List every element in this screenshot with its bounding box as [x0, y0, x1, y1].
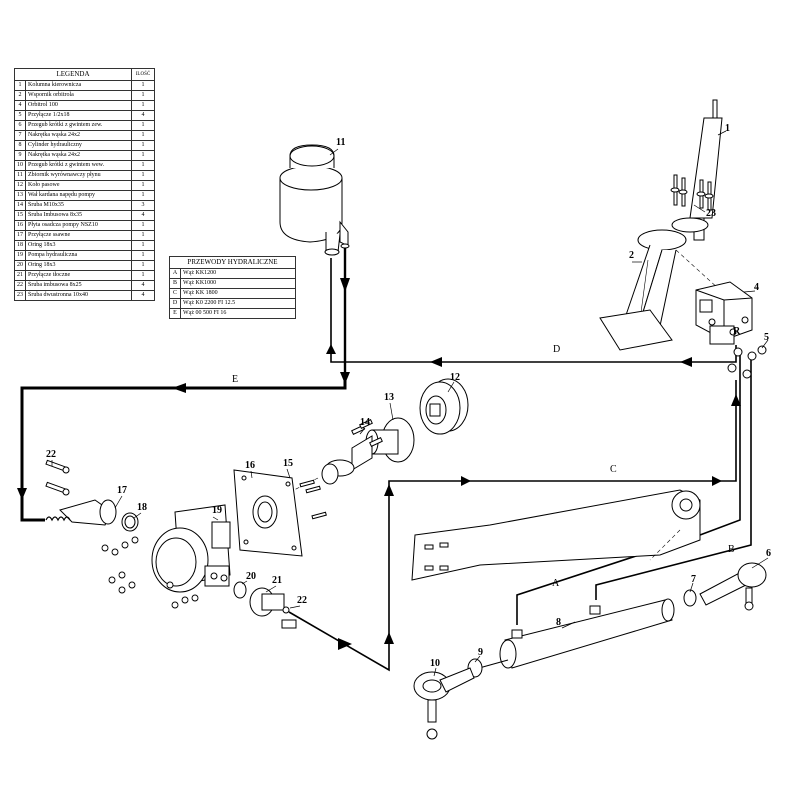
cardan-shaft [289, 417, 415, 493]
callout-9: 9 [478, 647, 483, 658]
callout-19: 19 [212, 505, 222, 516]
arrow-icon [680, 357, 692, 367]
hose-cell-name: Wąż 00 500 FI 16 [180, 308, 296, 319]
arrow-icon [340, 278, 350, 292]
hose-d-line [330, 258, 737, 363]
callout-14: 14 [360, 417, 370, 428]
callout-15: 15 [283, 458, 293, 469]
callout-r: R [733, 326, 741, 337]
callout-7: 7 [691, 574, 696, 585]
arrow-icon [326, 344, 336, 354]
leader-lines [51, 130, 769, 677]
arrow-icon [731, 394, 741, 406]
hose-c-line [288, 380, 737, 672]
hose-lines [17, 246, 752, 672]
hose-label-d: D [553, 344, 560, 355]
callout-13: 13 [384, 392, 394, 403]
hose-a-line [516, 352, 741, 625]
arrow-icon [338, 638, 352, 650]
pressure-fitting [233, 581, 297, 629]
arrow-icon [461, 476, 471, 486]
steering-column [670, 99, 723, 241]
arrow-icon [384, 632, 394, 644]
arrow-icon [172, 383, 186, 393]
callout-11: 11 [336, 137, 345, 148]
hydraulic-cylinder [471, 598, 675, 671]
hose-label-c: C [610, 464, 617, 475]
reservoir-tank [279, 144, 350, 256]
hose-labels: E D C B A [232, 344, 735, 589]
arrow-icon [340, 372, 350, 384]
arrow-icon [430, 357, 442, 367]
callout-23: 23 [706, 208, 716, 219]
hose-label-a: A [552, 578, 560, 589]
arrow-icon [384, 484, 394, 496]
callout-10: 10 [430, 658, 440, 669]
tie-rod-ends [413, 562, 767, 740]
callout-4: 4 [754, 282, 759, 293]
port-fittings [727, 345, 767, 379]
callout-12: 12 [450, 372, 460, 383]
washer-set [101, 536, 199, 609]
hydraulic-pump [151, 504, 231, 593]
callout-22-right: 22 [297, 595, 307, 606]
part-callouts: 1 2 23 4 5 6 7 8 9 10 11 12 13 14 15 16 … [46, 123, 771, 669]
callout-18: 18 [137, 502, 147, 513]
orbitrol-bracket [599, 229, 721, 351]
steering-arm [411, 489, 701, 581]
pump-mounting-plate [233, 469, 327, 557]
callout-16: 16 [245, 460, 255, 471]
pulley [419, 378, 469, 435]
callout-20: 20 [246, 571, 256, 582]
stud-bolts [670, 174, 714, 211]
callout-2: 2 [629, 250, 634, 261]
callout-5: 5 [764, 332, 769, 343]
callout-6: 6 [766, 548, 771, 559]
screws [299, 479, 327, 520]
bolts [351, 418, 383, 448]
suction-fitting [45, 459, 139, 532]
arrow-icon [712, 476, 722, 486]
callout-21: 21 [272, 575, 282, 586]
callout-17: 17 [117, 485, 127, 496]
legend-cell-qty: 4 [131, 290, 155, 301]
hose-e-line [20, 380, 347, 522]
orbitrol-unit [695, 281, 753, 345]
callout-22-left: 22 [46, 449, 56, 460]
bolts [45, 459, 70, 496]
hose-label-b: B [728, 544, 735, 555]
arrow-icon [17, 488, 27, 500]
hose-spring [45, 516, 71, 522]
hose-label-e: E [232, 374, 238, 385]
callout-8: 8 [556, 617, 561, 628]
callout-1: 1 [725, 123, 730, 134]
hose-b-line [595, 352, 752, 600]
